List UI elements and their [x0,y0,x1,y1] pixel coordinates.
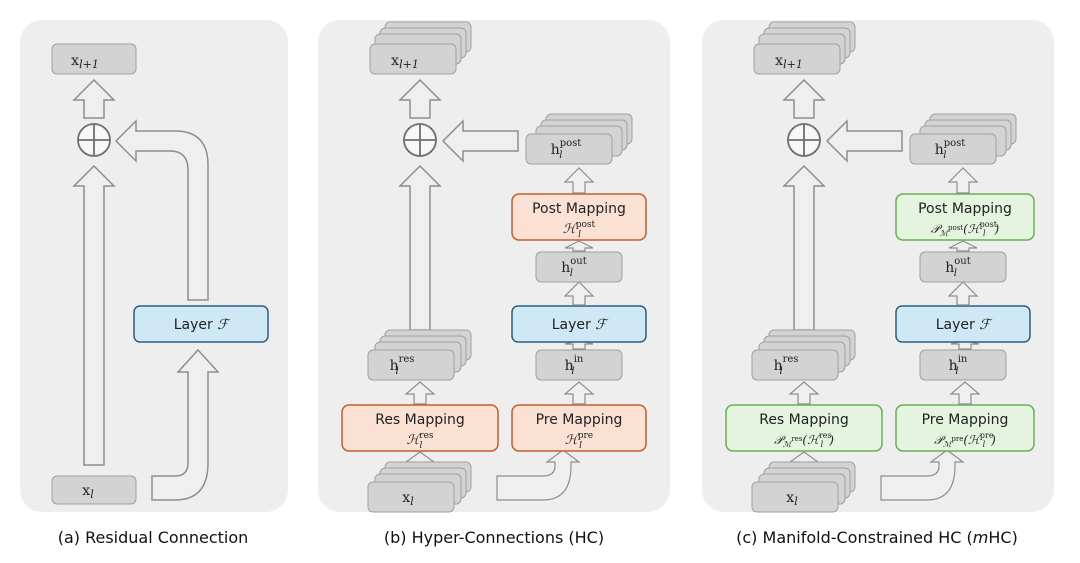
h-in-box [535,349,623,381]
post-to-sum-arrow [441,119,519,163]
h-out-to-post-mapping-arrow [948,240,978,252]
output-label: xl+1 [71,53,99,71]
h-post-stack [525,113,633,165]
input-box [51,475,137,505]
layer-box [511,305,647,343]
layer-label: Layer ℱ [552,317,609,333]
h-out-box [535,251,623,283]
pre-mapping-box [511,404,647,452]
sum-node [77,123,111,157]
res-mapping-title: Res Mapping [375,412,465,428]
caption-residual: (a) Residual Connection [58,528,249,547]
h-out-to-post-mapping-arrow [564,240,594,252]
res-mapping-to-h-res-arrow [788,381,820,405]
pre-mapping-title: Pre Mapping [922,412,1009,428]
output-stack [369,21,472,75]
res-to-sum-arrow [782,164,826,331]
post-mapping-title: Post Mapping [918,201,1012,217]
layer-label: Layer ℱ [936,317,993,333]
pre-mapping-box [895,404,1035,452]
input-label: xl [82,483,94,501]
layer-box [133,305,269,343]
post-mapping-box [511,193,647,241]
layer-label: Layer ℱ [174,317,231,333]
sum-node [403,123,437,157]
pre-mapping-to-h-in-arrow [949,381,981,405]
res-mapping-box [341,404,499,452]
identity-arrow [72,164,116,466]
res-to-sum-arrow [398,164,442,331]
input-label: xl [402,490,414,508]
sum-to-output-arrow [782,78,826,119]
input-stack [367,461,472,513]
res-mapping-to-h-res-arrow [404,381,436,405]
output-label: xl+1 [391,53,419,71]
output-stack [753,21,856,75]
h-out-box [919,251,1007,283]
sum-node [787,123,821,157]
res-mapping-box [725,404,883,452]
post-mapping-to-h-post-arrow [563,167,595,194]
input-to-pre-mapping-arrow [496,449,581,501]
layer-to-h-out-arrow [947,281,979,306]
pre-mapping-to-h-in-arrow [563,381,595,405]
input-stack [751,461,856,513]
layer-box [895,305,1031,343]
input-label: xl [786,490,798,508]
sum-to-output-arrow [72,78,116,119]
h-res-stack [751,329,856,381]
panel-background [20,20,288,512]
sum-to-output-arrow [398,78,442,119]
layer-to-h-out-arrow [563,281,595,306]
output-box [51,43,137,75]
caption-hyper-connections: (b) Hyper-Connections (HC) [384,528,604,547]
h-in-box [919,349,1007,381]
panel-residual-connection: xl+1 xl Layer ℱ (a) Residual Connection [20,20,288,547]
post-mapping-to-h-post-arrow [947,167,979,194]
h-post-stack [909,113,1017,165]
res-mapping-title: Res Mapping [759,412,849,428]
h-res-stack [367,329,472,381]
caption-manifold-constrained-hc: (c) Manifold-Constrained HC (mHC) [736,528,1018,547]
input-to-pre-mapping-arrow [880,449,965,501]
pre-mapping-title: Pre Mapping [536,412,623,428]
post-to-sum-arrow [825,119,903,163]
layer-to-sum-arrow [114,119,209,301]
output-label: xl+1 [775,53,803,71]
post-mapping-title: Post Mapping [532,201,626,217]
input-to-layer-arrow [151,348,220,501]
post-mapping-box [895,193,1035,241]
